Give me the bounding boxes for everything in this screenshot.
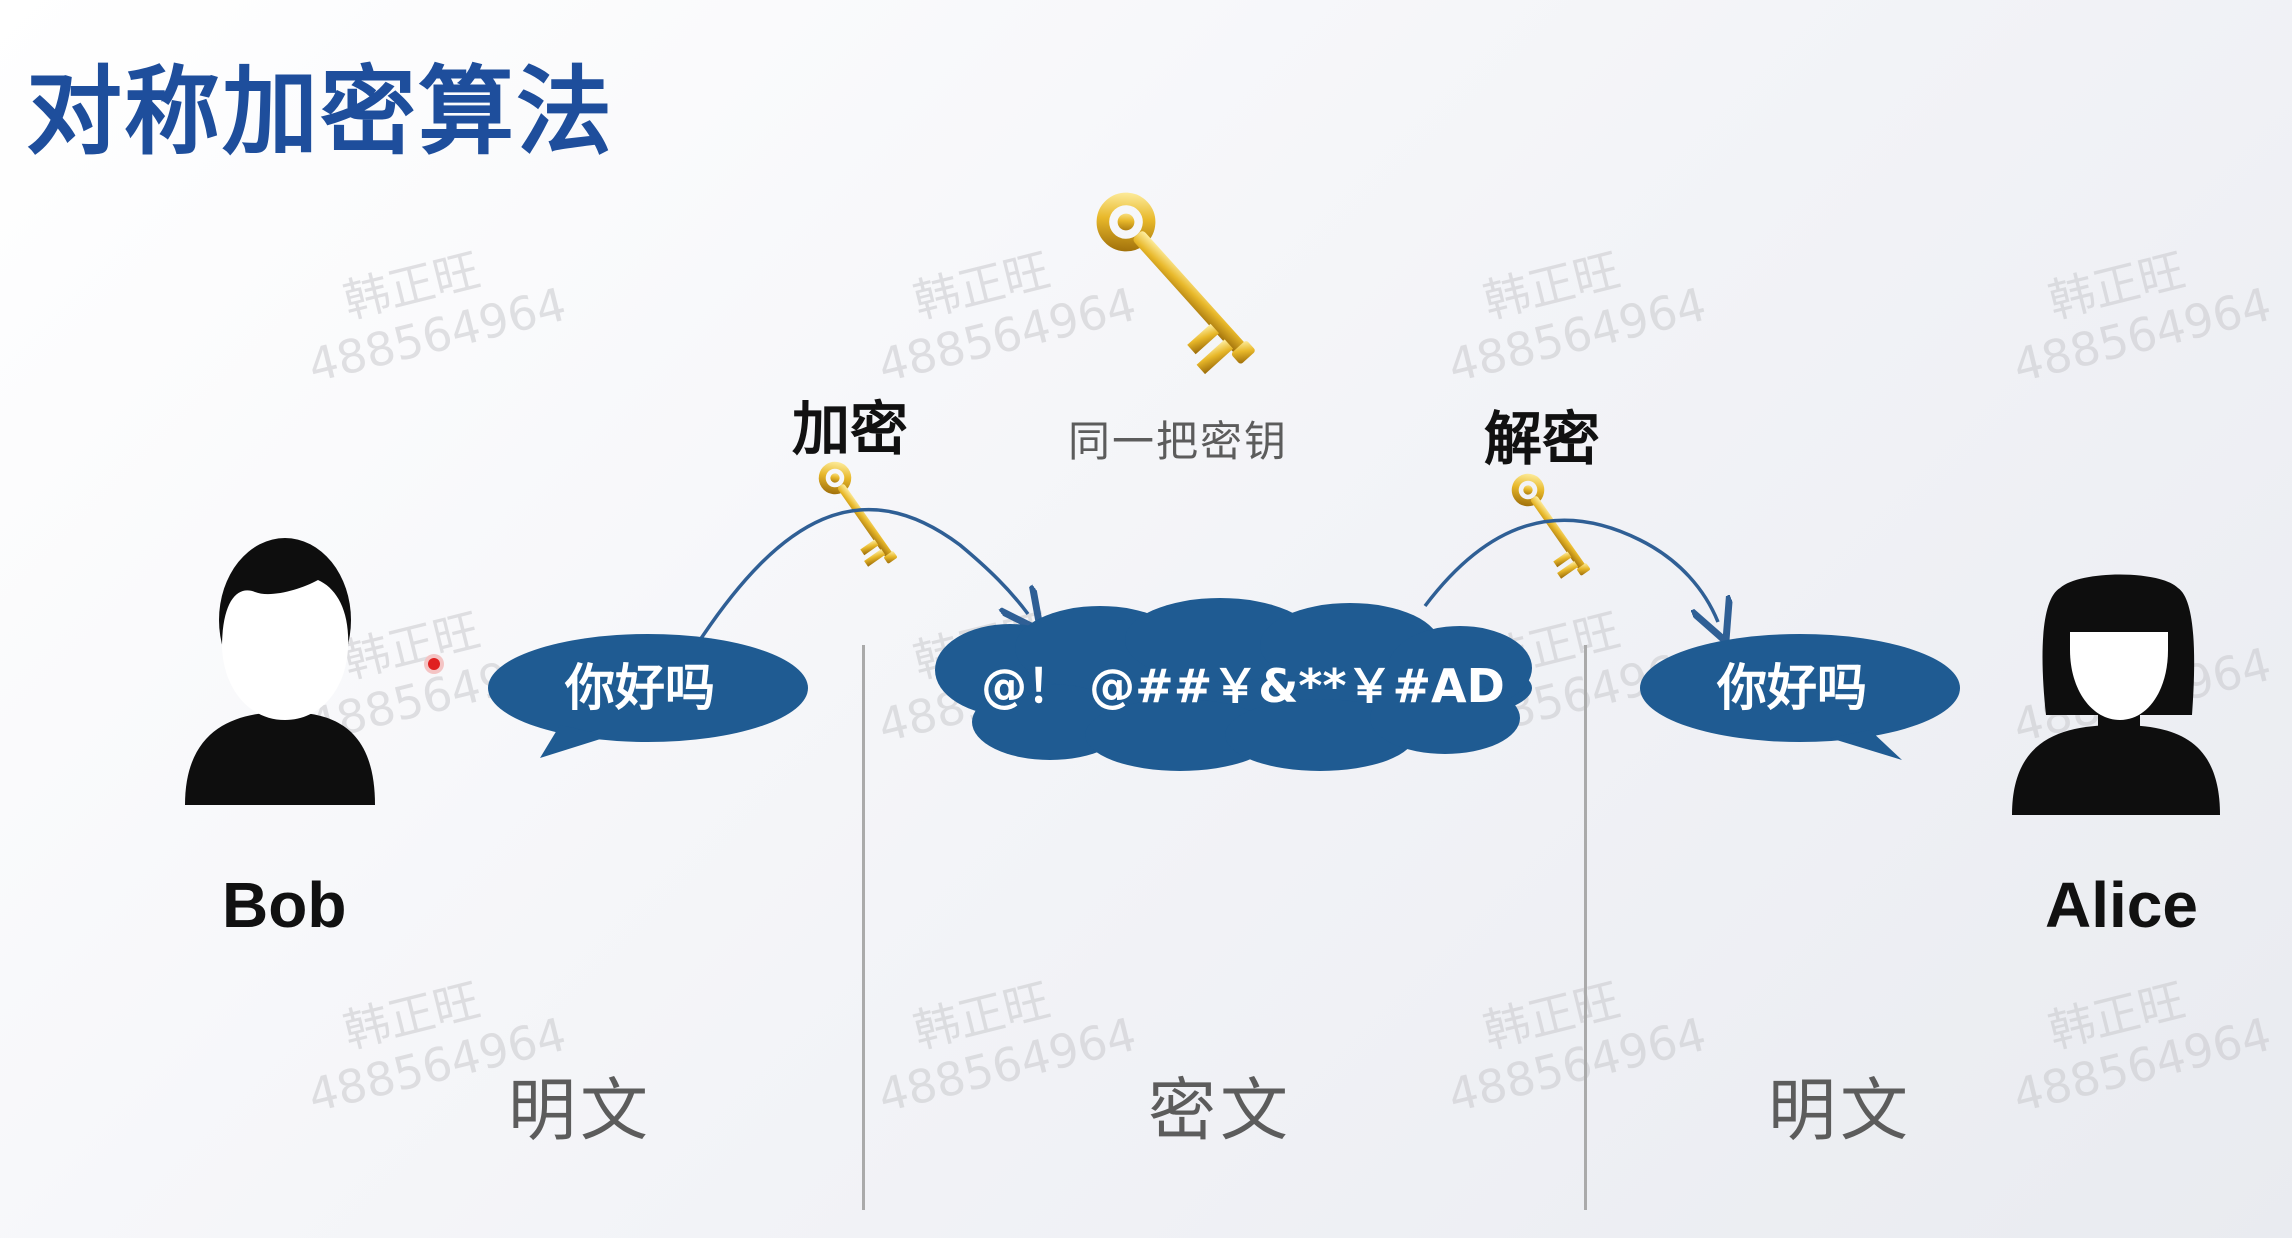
divider-left [862,645,865,1210]
plaintext-label-right: 明文 [1768,1072,1913,1151]
bob-name: Bob [222,869,347,941]
encrypt-key-icon [808,460,903,574]
bob-message: 你好吗 [564,659,715,717]
cipher-cloud [935,598,1532,771]
plaintext-label-left: 明文 [508,1072,653,1151]
encrypt-label: 加密 [792,395,909,463]
divider-right [1584,645,1587,1210]
decrypt-arrow [1423,518,1718,622]
alice-avatar-icon [2012,574,2220,815]
bob-speech-bubble [488,634,808,758]
alice-message: 你好吗 [1716,659,1867,717]
pointer-dot-icon [424,654,444,674]
alice-name: Alice [2045,869,2198,941]
slide-title: 对称加密算法 [26,56,614,168]
shared-key-caption: 同一把密钥 [1068,417,1289,466]
ciphertext-label: 密文 [1148,1072,1293,1151]
encrypt-arrow [698,508,1028,641]
bob-avatar-icon [185,538,375,805]
ciphertext: @！ @##￥&**￥#AD [981,659,1505,713]
decrypt-label: 解密 [1484,405,1601,473]
shared-key-icon [1079,189,1266,386]
alice-speech-bubble [1640,634,1960,760]
